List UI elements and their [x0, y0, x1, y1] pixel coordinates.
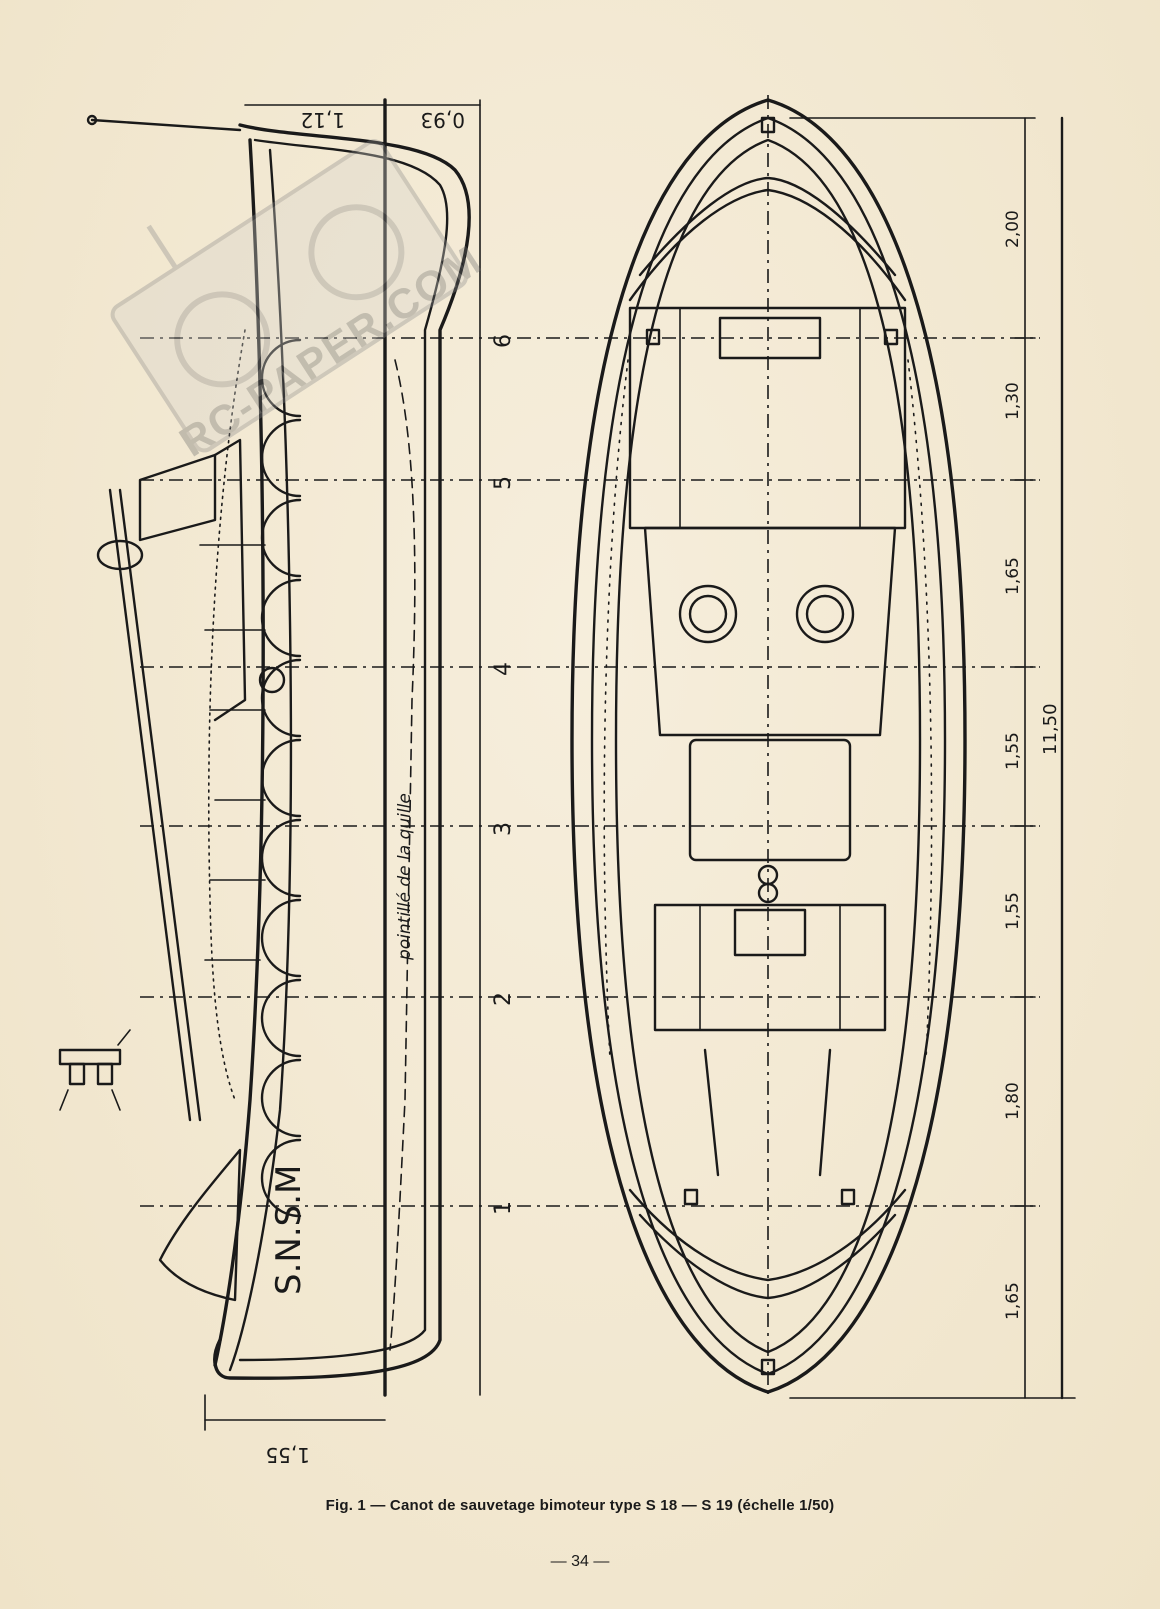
- hull-lettering: S.N.S.M: [269, 1165, 309, 1295]
- dim-bottom: 1,55: [265, 1443, 310, 1467]
- deckhouse: [138, 453, 217, 542]
- rail-chain: [207, 329, 246, 1101]
- dim-label: 1,30: [1003, 382, 1023, 420]
- station-number: 5: [491, 476, 516, 490]
- hull-profile: [213, 123, 471, 1380]
- deckhouse-side: [213, 438, 247, 722]
- rubbing-strake: [228, 148, 293, 1372]
- sheer-line: [213, 138, 265, 1367]
- chain-left: [603, 359, 629, 1061]
- figure-caption: Fig. 1 — Canot de sauvetage bimoteur typ…: [325, 1497, 835, 1514]
- rudder: [158, 1148, 242, 1302]
- flagstaff-tip: [86, 114, 98, 126]
- station-number: 3: [491, 822, 516, 836]
- station-number: 6: [491, 334, 516, 348]
- dim-top: 1,12: [300, 108, 345, 132]
- plan-dim-labels: 2,00 1,30 1,65 1,55 1,55 1,80 1,65 11,50: [1003, 210, 1061, 1320]
- keel-dotted-note: pointillé de la quille: [395, 793, 415, 961]
- aft-hatch: [733, 908, 807, 957]
- forward-hatch: [718, 316, 822, 360]
- plan-dimensions: [789, 116, 1076, 1400]
- aft-deck: [653, 903, 887, 1032]
- keel-dotted-line: [389, 359, 416, 1351]
- porthole: [258, 666, 286, 694]
- stern-pole-left: [703, 1048, 720, 1177]
- flagstaff: [90, 118, 242, 132]
- engine-hatch: [688, 738, 852, 862]
- page-number: — 34 —: [550, 1553, 610, 1570]
- dim-label: 1,80: [1003, 1082, 1023, 1120]
- dim-label: 1,55: [1003, 732, 1023, 770]
- station-number: 4: [491, 662, 516, 676]
- deck-rails: [199, 544, 266, 961]
- stern-pole-right: [818, 1048, 832, 1177]
- lifebuoy-left: [678, 584, 738, 644]
- station-number: 1: [491, 1201, 516, 1215]
- station-numbers: 1 2 3 4 5 6: [491, 334, 516, 1215]
- dim-label: 1,65: [1003, 557, 1023, 595]
- chain-right: [907, 359, 933, 1061]
- dim-label: 1,65: [1003, 1282, 1023, 1320]
- station-number: 2: [491, 992, 516, 1006]
- dim-top-right: 0,93: [420, 108, 465, 132]
- dim-label: 2,00: [1003, 210, 1023, 248]
- mast-lamp: [96, 539, 144, 571]
- mast: [118, 488, 202, 1122]
- hull-inner-line: [238, 138, 449, 1362]
- dim-label: 1,55: [1003, 892, 1023, 930]
- plan-view: 2,00 1,30 1,65 1,55 1,55 1,80 1,65 11,50: [570, 95, 1076, 1400]
- lifebuoy-right: [795, 584, 855, 644]
- side-view: S.N.S.M pointillé de la quille 1 2 3 4 5…: [58, 98, 1040, 1467]
- stern-deck: [628, 1188, 907, 1282]
- fenders: [260, 338, 302, 1218]
- stern-lamp: [58, 1029, 131, 1111]
- mast-2: [108, 488, 192, 1122]
- cockpit: [643, 526, 897, 737]
- overall-length: 11,50: [1040, 703, 1061, 755]
- bollards: [645, 116, 899, 1376]
